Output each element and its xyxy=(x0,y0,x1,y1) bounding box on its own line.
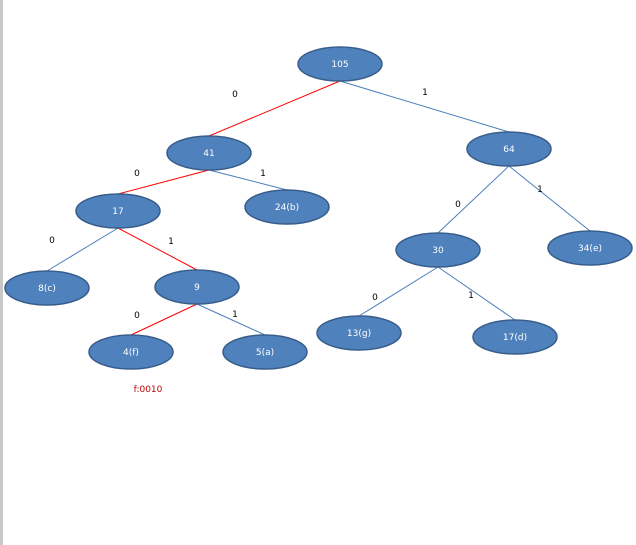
node-label-n30: 30 xyxy=(432,246,444,256)
edge-labels-layer: 0 1 0 1 0 1 0 1 0 1 0 1 xyxy=(49,88,543,321)
node-label-n13g: 13(g) xyxy=(347,329,371,339)
node-label-n41: 41 xyxy=(203,149,214,159)
node-label-n9: 9 xyxy=(194,283,200,293)
node-ellipse-n17d xyxy=(472,319,558,355)
edge-label-n30-n17d: 1 xyxy=(468,291,474,301)
node-label-n5a: 5(a) xyxy=(256,348,274,358)
edge-label-n41-n24b: 1 xyxy=(260,169,266,179)
tree-node-n41: 41 xyxy=(166,135,252,171)
node-ellipse-n17 xyxy=(75,193,161,229)
edge-label-n17-n8c: 0 xyxy=(49,236,55,246)
node-ellipse-n13g xyxy=(316,315,402,351)
edge-n64-n34e xyxy=(508,165,591,232)
edge-n9-n5a xyxy=(196,303,266,336)
edge-label-n64-n30: 0 xyxy=(455,200,461,210)
node-label-n17d: 17(d) xyxy=(503,333,527,343)
tree-node-n17d: 17(d) xyxy=(472,319,558,355)
node-ellipse-n4f xyxy=(88,334,174,370)
edge-n17-n9 xyxy=(117,227,198,271)
node-ellipse-n64 xyxy=(466,131,552,167)
edge-n30-n13g xyxy=(358,266,439,317)
node-ellipse-n105 xyxy=(297,46,383,82)
edge-n30-n17d xyxy=(437,266,516,321)
edge-label-n64-n34e: 1 xyxy=(537,185,543,195)
tree-node-n64: 64 xyxy=(466,131,552,167)
node-label-n105: 105 xyxy=(331,60,348,70)
tree-node-n30: 30 xyxy=(395,232,481,268)
code-label: f:0010 xyxy=(134,385,163,395)
node-ellipse-n9 xyxy=(154,269,240,305)
node-label-n24b: 24(b) xyxy=(275,203,299,213)
node-ellipse-n34e xyxy=(547,230,633,266)
node-ellipse-n41 xyxy=(166,135,252,171)
node-ellipse-n5a xyxy=(222,334,308,370)
edge-n64-n30 xyxy=(437,165,510,234)
edge-n41-n17 xyxy=(117,169,210,195)
tree-node-n105: 105 xyxy=(297,46,383,82)
edge-label-n9-n5a: 1 xyxy=(232,310,238,320)
node-label-n64: 64 xyxy=(503,145,515,155)
tree-node-n9: 9 xyxy=(154,269,240,305)
node-label-n4f: 4(f) xyxy=(123,348,139,358)
edge-n9-n4f xyxy=(130,303,198,336)
node-label-n17: 17 xyxy=(112,207,123,217)
tree-node-n13g: 13(g) xyxy=(316,315,402,351)
edge-n105-n64 xyxy=(339,80,510,133)
tree-node-n34e: 34(e) xyxy=(547,230,633,266)
edge-label-n9-n4f: 0 xyxy=(134,311,140,321)
tree-node-n24b: 24(b) xyxy=(244,189,330,225)
node-label-n34e: 34(e) xyxy=(578,244,602,254)
tree-node-n5a: 5(a) xyxy=(222,334,308,370)
edge-n105-n41 xyxy=(208,80,341,137)
edge-n41-n24b xyxy=(208,169,288,191)
node-label-n8c: 8(c) xyxy=(38,284,56,294)
edge-label-n105-n64: 1 xyxy=(422,88,428,98)
edge-label-n105-n41: 0 xyxy=(232,90,238,100)
node-ellipse-n8c xyxy=(4,270,90,306)
nodes-layer: 105 41 64 17 24(b) 30 34(e) 8(c) 9 13(g) 17(d) 4(f)… xyxy=(4,46,633,370)
tree-node-n8c: 8(c) xyxy=(4,270,90,306)
node-ellipse-n30 xyxy=(395,232,481,268)
tree-node-n4f: 4(f) xyxy=(88,334,174,370)
tree-node-n17: 17 xyxy=(75,193,161,229)
edge-label-n41-n17: 0 xyxy=(134,169,140,179)
node-ellipse-n24b xyxy=(244,189,330,225)
edge-label-n30-n13g: 0 xyxy=(372,293,378,303)
edge-n17-n8c xyxy=(46,227,119,272)
edge-label-n17-n9: 1 xyxy=(168,237,174,247)
left-border xyxy=(0,0,3,545)
edges-layer xyxy=(46,80,591,336)
